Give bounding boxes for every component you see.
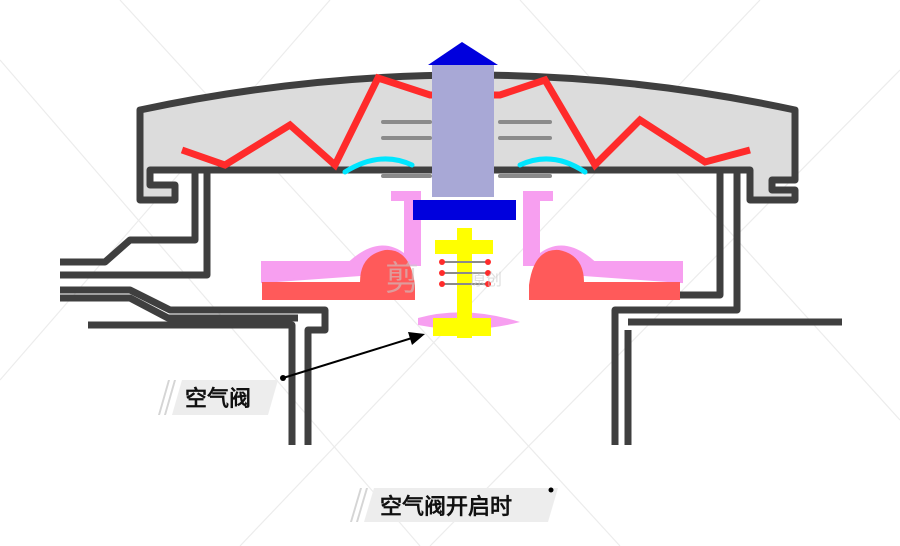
pointer-arrow	[280, 332, 425, 381]
air-valve-label: 空气阀	[185, 386, 251, 412]
flow-arrow	[428, 42, 498, 65]
inner-spring-coils	[381, 120, 552, 178]
watermark-sub: 原创	[470, 270, 502, 289]
caption: 空气阀开启时	[350, 487, 558, 522]
pointer-label: 空气阀	[158, 380, 278, 415]
valve-seat-right	[529, 249, 680, 300]
air-valve-spring	[439, 259, 491, 287]
pressure-plate	[413, 200, 516, 220]
caption-text: 空气阀开启时	[380, 494, 512, 520]
retaining-clips	[342, 156, 588, 175]
right-neck	[611, 170, 842, 445]
watermark-main: 剪	[385, 259, 419, 299]
left-neck	[60, 166, 329, 445]
valve-seat	[262, 249, 415, 300]
valve-stem	[432, 65, 494, 197]
